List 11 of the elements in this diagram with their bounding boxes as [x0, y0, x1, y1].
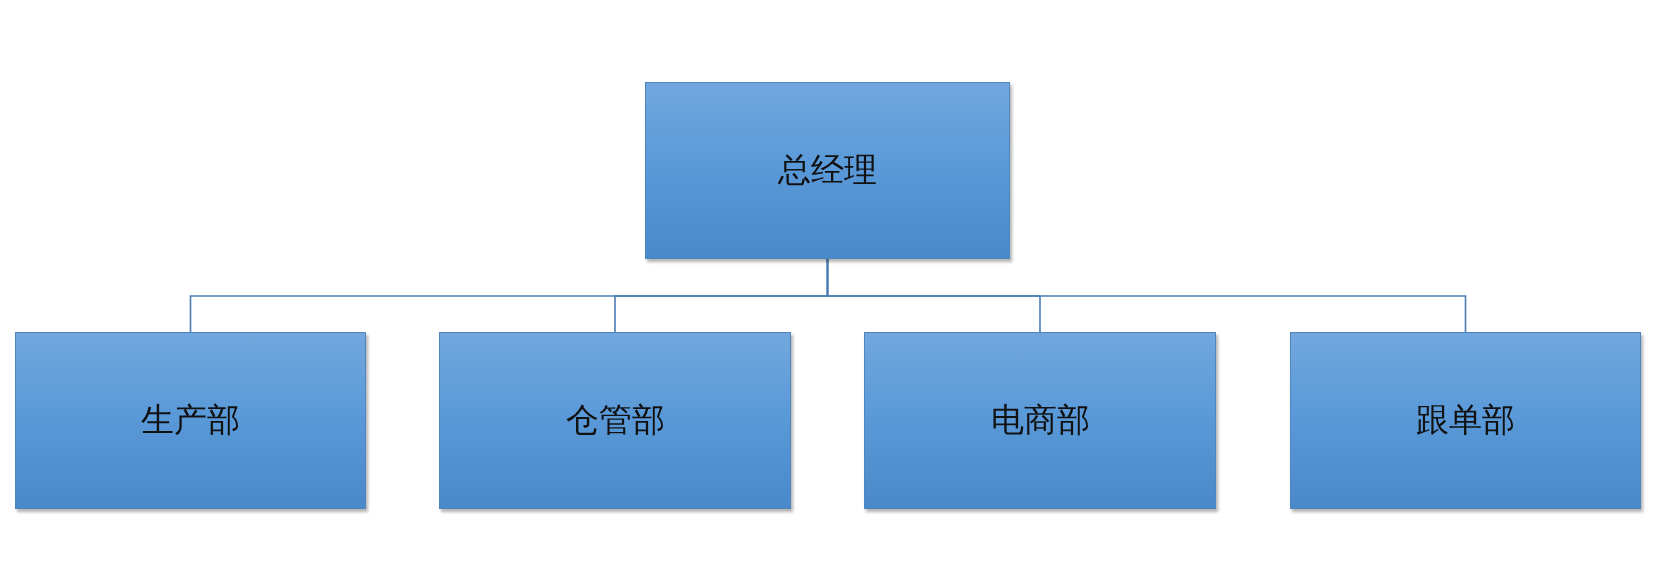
box-label: 跟单部	[1416, 401, 1515, 440]
box-label: 仓管部	[565, 401, 665, 440]
box-label: 电商部	[990, 401, 1090, 440]
org-box	[15, 332, 366, 509]
org-box	[1290, 332, 1641, 509]
org-box	[439, 332, 791, 509]
box-label: 总经理	[778, 151, 877, 190]
connector-line	[826, 258, 1467, 333]
box-label: 生产部	[141, 401, 240, 440]
org-box	[864, 332, 1216, 509]
org-box	[645, 82, 1010, 259]
